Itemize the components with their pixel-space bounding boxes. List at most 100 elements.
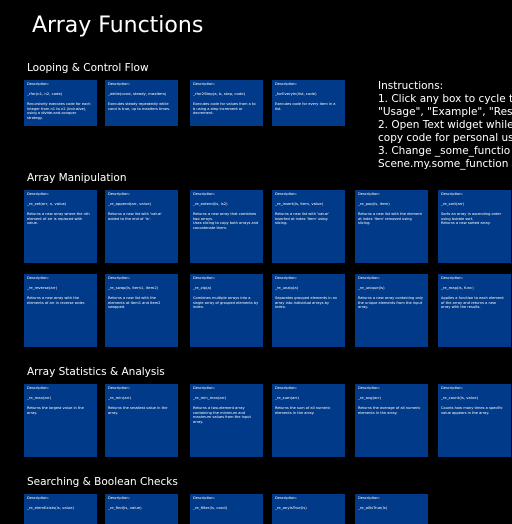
- card-body-text: Returns a new list with the element at i…: [358, 212, 422, 226]
- card-description-label: Description:: [358, 386, 380, 390]
- function-card[interactable]: Description:_re_append(arr, value)Return…: [105, 190, 178, 263]
- card-signature: _re_elemExists(ls, value): [27, 505, 74, 510]
- card-description-label: Description:: [193, 82, 215, 86]
- card-description-label: Description:: [27, 82, 49, 86]
- function-card[interactable]: Description: _re_set(arr, n, value) Return…: [24, 190, 97, 263]
- section-title-searching: Searching & Boolean Checks: [27, 476, 178, 488]
- card-body-text: Returns the sum of all numeric elements …: [275, 406, 331, 415]
- card-signature: _while(cond, steady, maxIters): [108, 91, 167, 96]
- card-signature: _re_set(arr, n, value): [27, 201, 67, 206]
- card-description-label: Description:: [108, 386, 130, 390]
- function-card[interactable]: Description: _re_pop(ls, item) Returns a n…: [355, 190, 428, 263]
- card-body-text: Executes code for every item in a list.: [275, 102, 336, 111]
- card-signature: _forEveryIn(list, code): [275, 91, 317, 96]
- card-description-label: Description:: [27, 386, 49, 390]
- card-description-label: Description:: [358, 276, 380, 280]
- card-body-text: Recursively executes code for each integ…: [27, 102, 91, 120]
- function-card[interactable]: Description: _re_reverse(arr) Returns a ne…: [24, 274, 97, 347]
- function-card[interactable]: Description:_re_anyIsTrue(ls): [272, 494, 345, 524]
- card-signature: _re_find(ls, value): [108, 505, 142, 510]
- card-description-label: Description:: [275, 276, 297, 280]
- card-description-label: Description:: [441, 386, 463, 390]
- section-title-looping: Looping & Control Flow: [27, 62, 149, 74]
- card-signature: _re_sum(arr): [275, 395, 300, 400]
- function-card[interactable]: Description: _re_elemExists(ls, value): [24, 494, 97, 524]
- card-description-label: Description:: [441, 192, 463, 196]
- card-body-text: Applies a function to each element of th…: [441, 296, 504, 310]
- card-body-text: Sorts an array in ascending order using …: [441, 212, 502, 226]
- card-signature: _re_extend(ls, ls2): [193, 201, 228, 206]
- function-card[interactable]: Description:_re_allIsTrue(ls): [355, 494, 428, 524]
- function-card[interactable]: Description: _re_map(ls, func) Applies a f…: [438, 274, 511, 347]
- card-description-label: Description:: [275, 496, 297, 500]
- function-card[interactable]: Description: _re_swap(ls, item1, item2) Re…: [105, 274, 178, 347]
- function-card[interactable]: Description: _rfor(n1, n2, code) Recursive…: [24, 80, 97, 126]
- function-card[interactable]: Description: _re_zip(a) Combines multiple …: [190, 274, 263, 347]
- card-signature: _re_unzip(a): [275, 285, 299, 290]
- card-body-text: Counts how many times a specific value a…: [441, 406, 503, 415]
- card-body-text: Executes steady repeatedly while cond is…: [108, 102, 171, 111]
- card-signature: _re_append(arr, value): [108, 201, 152, 206]
- card-body-text: Separates grouped elements in an array i…: [275, 296, 338, 310]
- card-signature: _re_insert(ls, item, value): [275, 201, 324, 206]
- card-body-text: Returns a new array that combines two ar…: [193, 212, 259, 230]
- card-signature: _re_unique(ls): [358, 285, 385, 290]
- function-card[interactable]: Description: _while(cond, steady, maxIter…: [105, 80, 178, 126]
- function-card[interactable]: Description: _re_min(arr) Returns the smal…: [105, 384, 178, 457]
- function-card[interactable]: Description: _re_sum(arr) Returns the sum …: [272, 384, 345, 457]
- card-signature: _re_pop(ls, item): [358, 201, 390, 206]
- card-description-label: Description:: [358, 192, 380, 196]
- card-description-label: Description:: [275, 386, 297, 390]
- card-signature: _re_reverse(arr): [27, 285, 58, 290]
- card-description-label: Description:: [275, 192, 297, 196]
- instructions-text: Instructions: 1. Click any box to cycle …: [378, 80, 512, 170]
- card-signature: _re_map(ls, func): [441, 285, 474, 290]
- function-card[interactable]: Description:_re_min_max(arr)Returns a tw…: [190, 384, 263, 457]
- card-signature: _rfor(n1, n2, code): [27, 91, 63, 96]
- card-body-text: Returns a new list with 'value' inserted…: [275, 212, 329, 226]
- card-signature: _re_swap(ls, item1, item2): [108, 285, 159, 290]
- card-description-label: Description:: [108, 82, 130, 86]
- function-card[interactable]: Description: _rfor2Step(a, b, step, code)…: [190, 80, 263, 126]
- function-card[interactable]: Description: _re_unzip(a) Separates groupe…: [272, 274, 345, 347]
- card-signature: _re_filter(ls, cond): [193, 505, 228, 510]
- card-description-label: Description:: [108, 192, 130, 196]
- card-description-label: Description:: [108, 276, 130, 280]
- card-description-label: Description:: [193, 496, 215, 500]
- function-card[interactable]: Description: _re_sort(arr) Sorts an array …: [438, 190, 511, 263]
- card-body-text: Executes code for values from a to b usi…: [193, 102, 256, 116]
- card-signature: _re_min(arr): [108, 395, 132, 400]
- card-description-label: Description:: [193, 276, 215, 280]
- function-card[interactable]: Description: _re_find(ls, value): [105, 494, 178, 524]
- card-description-label: Description:: [358, 496, 380, 500]
- function-card[interactable]: Description: _re_count(ls, value) Counts h…: [438, 384, 511, 457]
- card-description-label: Description:: [27, 192, 49, 196]
- card-description-label: Description:: [193, 386, 215, 390]
- card-description-label: Description:: [108, 496, 130, 500]
- function-card[interactable]: Description: _re_insert(ls, item, value) R…: [272, 190, 345, 263]
- card-body-text: Returns the smallest value in the array.: [108, 406, 168, 415]
- card-body-text: Combines multiple arrays into a single a…: [193, 296, 259, 310]
- function-card[interactable]: Description:_re_avg(arr)Returns the aver…: [355, 384, 428, 457]
- function-card[interactable]: Description: _re_filter(ls, cond): [190, 494, 263, 524]
- card-signature: _re_avg(arr): [358, 395, 381, 400]
- card-signature: _re_zip(a): [193, 285, 212, 290]
- function-card[interactable]: Description: _re_unique(ls) Returns a new …: [355, 274, 428, 347]
- card-signature: _re_sort(arr): [441, 201, 465, 206]
- card-description-label: Description:: [441, 276, 463, 280]
- card-description-label: Description:: [27, 496, 49, 500]
- card-signature: _re_count(ls, value): [441, 395, 479, 400]
- function-card[interactable]: Description:_forEveryIn(list, code)Execu…: [272, 80, 345, 126]
- card-signature: _rfor2Step(a, b, step, code): [193, 91, 246, 96]
- card-signature: _re_max(arr): [27, 395, 52, 400]
- function-card[interactable]: Description: _re_max(arr) Returns the larg…: [24, 384, 97, 457]
- section-title-statistics: Array Statistics & Analysis: [27, 366, 165, 378]
- card-body-text: Returns the largest value in the array.: [27, 406, 84, 415]
- function-card[interactable]: Description: _re_extend(ls, ls2) Returns a…: [190, 190, 263, 263]
- card-body-text: Returns a new array containing only the …: [358, 296, 424, 310]
- card-description-label: Description:: [27, 276, 49, 280]
- card-description-label: Description:: [193, 192, 215, 196]
- card-body-text: Returns a new array where the nth elemen…: [27, 212, 90, 226]
- card-body-text: Returns a new list with the elements at …: [108, 296, 161, 310]
- card-body-text: Returns a new array with the elements of…: [27, 296, 86, 305]
